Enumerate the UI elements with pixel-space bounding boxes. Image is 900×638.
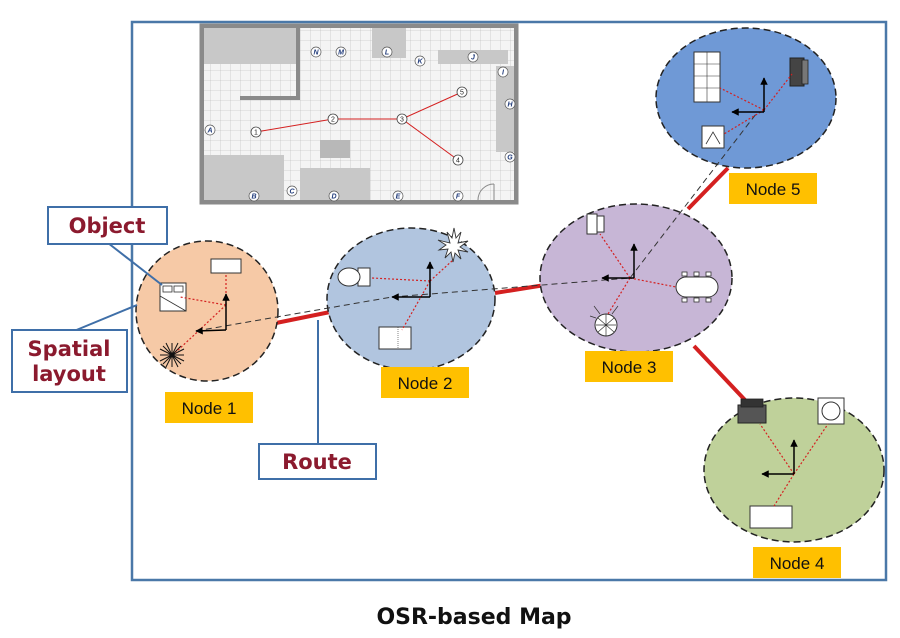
landmark-c: C xyxy=(286,185,298,197)
node2-objects xyxy=(337,227,469,350)
node2-label: Node 2 xyxy=(381,367,469,398)
svg-text:4: 4 xyxy=(456,158,460,165)
node-links xyxy=(195,113,757,332)
plant-icon xyxy=(159,342,185,368)
desk-icon xyxy=(210,258,242,274)
callout-object: Object xyxy=(47,206,168,245)
figure-caption: OSR-based Map xyxy=(376,605,571,630)
route-node3-node5 xyxy=(686,166,730,211)
dining-table-icon xyxy=(675,271,719,303)
node4-label: Node 4 xyxy=(753,547,841,578)
node4-objects xyxy=(737,397,845,529)
node5-label: Node 5 xyxy=(729,173,817,204)
svg-text:I: I xyxy=(502,70,505,77)
callout-spatial-layout: Spatial layout xyxy=(11,329,128,393)
landmark-i: I xyxy=(497,66,509,78)
landmark-e: E xyxy=(392,190,404,202)
svg-text:A: A xyxy=(206,128,212,135)
route-node-2: 2 xyxy=(327,113,339,125)
landmark-g: G xyxy=(504,151,516,163)
svg-text:Route: Route xyxy=(282,450,352,474)
toilet-icon xyxy=(337,267,371,287)
callout-connectors xyxy=(73,242,319,446)
potted-plant-icon xyxy=(589,305,619,337)
svg-text:5: 5 xyxy=(460,90,464,97)
svg-text:B: B xyxy=(251,194,256,201)
landmark-k: K xyxy=(414,55,426,67)
node1-label: Node 1 xyxy=(165,392,253,423)
bookshelf-icon xyxy=(693,51,721,103)
svg-text:2: 2 xyxy=(331,117,335,124)
svg-text:C: C xyxy=(289,189,295,196)
node5-ellipse xyxy=(655,27,837,169)
route-node3-node4 xyxy=(692,344,747,402)
floor-plan-inset xyxy=(199,23,519,205)
landmark-n: N xyxy=(310,46,322,58)
route-node2-node3 xyxy=(494,283,546,295)
landmark-a: A xyxy=(204,124,216,136)
floor-plan-landmarks: A B C D E F G H I J K L M N xyxy=(204,46,516,202)
washing-machine-icon xyxy=(817,397,845,425)
chair-icon xyxy=(701,125,725,149)
fridge-icon xyxy=(586,213,605,235)
route-node-5: 5 xyxy=(456,86,468,98)
route-node-4: 4 xyxy=(452,154,464,166)
svg-text:E: E xyxy=(396,194,401,201)
floor-plan-route-nodes: 1 2 3 4 5 xyxy=(250,86,468,166)
monitor-icon xyxy=(789,57,809,87)
svg-text:F: F xyxy=(456,194,461,201)
svg-text:L: L xyxy=(385,50,389,57)
landmark-l: L xyxy=(381,46,393,58)
route-node-3: 3 xyxy=(396,113,408,125)
svg-text:1: 1 xyxy=(254,130,258,137)
svg-text:J: J xyxy=(471,55,476,62)
callout-route: Route xyxy=(258,443,377,480)
svg-text:K: K xyxy=(417,59,423,66)
box-icon xyxy=(749,505,793,529)
svg-text:layout: layout xyxy=(32,362,106,386)
node1-ellipse xyxy=(135,240,279,382)
svg-text:H: H xyxy=(507,102,513,109)
node5-objects xyxy=(693,51,809,149)
svg-text:D: D xyxy=(331,194,336,201)
stove-icon xyxy=(737,398,767,424)
svg-text:G: G xyxy=(507,155,513,162)
landmark-f: F xyxy=(452,190,464,202)
svg-text:Node 5: Node 5 xyxy=(746,180,801,199)
route-node-1: 1 xyxy=(250,126,262,138)
svg-text:M: M xyxy=(338,50,344,57)
landmark-h: H xyxy=(504,98,516,110)
svg-text:Spatial: Spatial xyxy=(28,337,111,361)
landmark-b: B xyxy=(248,190,260,202)
node3-objects xyxy=(586,213,719,337)
svg-text:3: 3 xyxy=(400,117,404,124)
node1-objects xyxy=(159,258,242,368)
svg-text:Node 3: Node 3 xyxy=(602,358,657,377)
svg-text:Node 1: Node 1 xyxy=(182,399,237,418)
svg-text:N: N xyxy=(313,50,319,57)
cabinet-icon xyxy=(378,326,412,350)
landmark-m: M xyxy=(335,46,347,58)
svg-text:Object: Object xyxy=(69,214,146,238)
svg-text:Node 2: Node 2 xyxy=(398,374,453,393)
landmark-j: J xyxy=(467,51,479,63)
flower-icon xyxy=(437,227,469,263)
node3-label: Node 3 xyxy=(585,351,673,382)
landmark-d: D xyxy=(328,190,340,202)
svg-text:Node 4: Node 4 xyxy=(770,554,825,573)
